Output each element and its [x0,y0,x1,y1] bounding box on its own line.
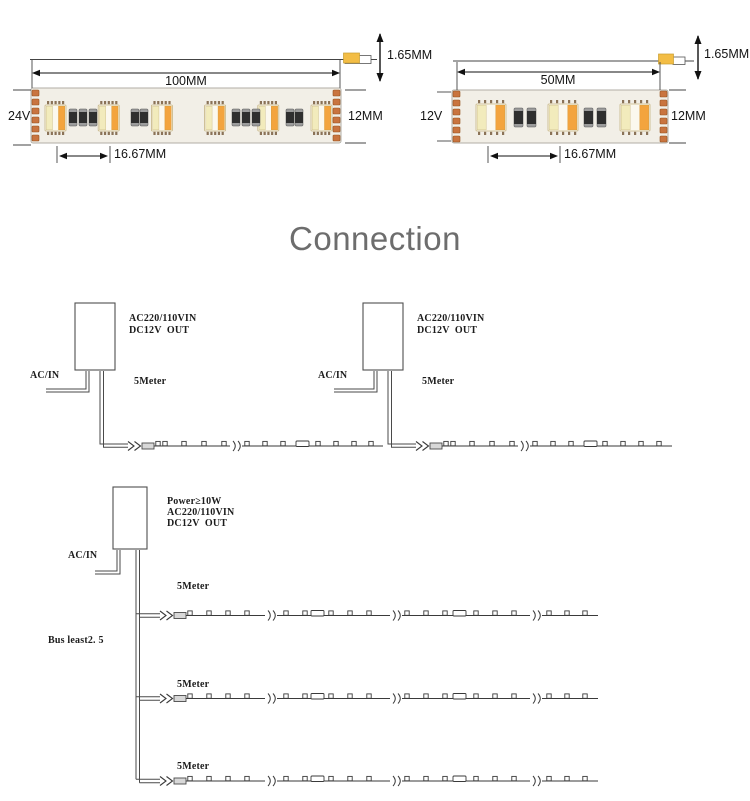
width-label-12mm-right: 12MM [671,109,706,123]
psu1-ac-in-label: AC/IN [30,370,60,381]
pitch-label-left: 16.67MM [114,147,167,161]
psu3-spec-line1: Power≥10W [167,496,222,507]
voltage-label-12v: 12V [420,109,443,123]
psu2-spec-line2: DC12V OUT [417,325,478,336]
voltage-label-24v: 24V [8,109,31,123]
multi-strip-bus-diagram [95,486,598,787]
bus-row3-length-label: 5Meter [177,761,210,772]
pitch-label-right: 16.67MM [564,147,617,161]
psu1-spec-line1: AC220/110VIN [129,313,197,324]
strip1-length-label: 5Meter [134,376,167,387]
bus-note-label: Bus least2. 5 [48,635,104,646]
length-label-100mm: 100MM [165,74,207,88]
psu3-ac-in-label: AC/IN [68,550,98,561]
width-label-12mm-left: 12MM [348,109,383,123]
section-title: Connection [289,220,461,257]
thickness-label-right: 1.65MM [704,47,750,61]
psu2-ac-in-label: AC/IN [318,370,348,381]
strip2-length-label: 5Meter [422,376,455,387]
psu2-spec-line1: AC220/110VIN [417,313,485,324]
led-strip-12v-graphic [437,35,702,163]
connection-diagram-1 [46,302,383,452]
psu3-spec-line2: AC220/110VIN [167,507,235,518]
psu3-spec-line3: DC12V OUT [167,518,228,529]
led-strip-24v-graphic [13,33,384,163]
bus-row2-length-label: 5Meter [177,679,210,690]
bus-row1-length-label: 5Meter [177,581,210,592]
psu1-spec-line2: DC12V OUT [129,325,190,336]
connection-diagram-2 [334,302,672,452]
thickness-label-left: 1.65MM [387,48,433,62]
length-label-50mm: 50MM [540,73,576,87]
